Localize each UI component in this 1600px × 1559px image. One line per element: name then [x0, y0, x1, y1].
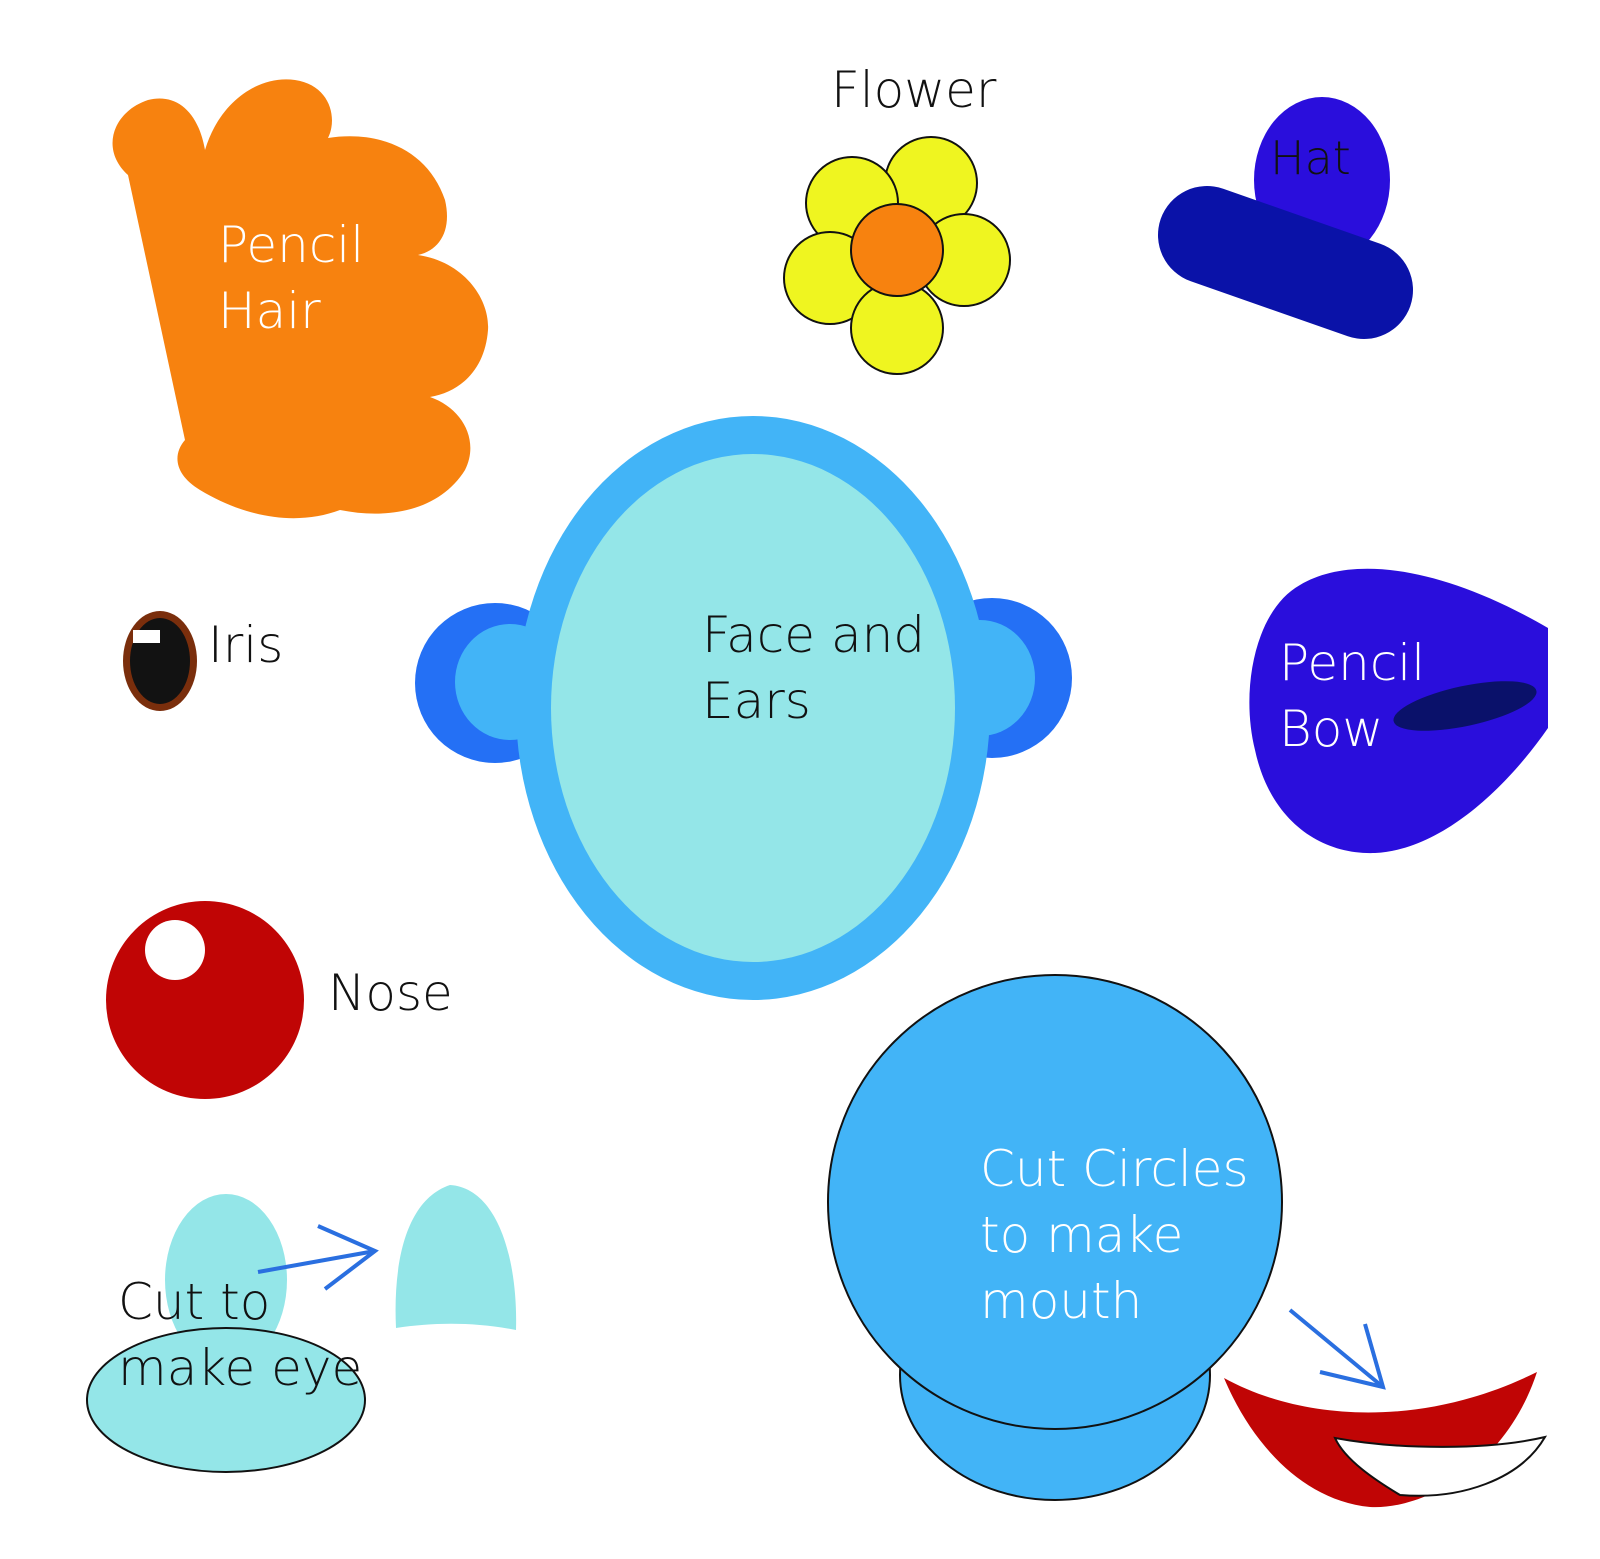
cut-eye-label: Cut to make eye [118, 1273, 362, 1397]
cut-mouth-label: Cut Circles to make mouth [980, 1140, 1264, 1330]
hat-label: Hat [1270, 131, 1351, 185]
nose-label: Nose [328, 964, 453, 1022]
iris-label: Iris [208, 616, 283, 674]
arrow-icon [257, 1249, 376, 1274]
nose-ball [106, 901, 304, 1099]
eye-cut-result [395, 1185, 517, 1330]
pencil-hair-label: Pencil Hair [218, 216, 380, 340]
pencil-bow-shape [1249, 568, 1548, 854]
mouth-red [1224, 1372, 1537, 1508]
flower-shape [783, 136, 1011, 375]
mouth-teeth [1333, 1435, 1548, 1497]
flower-center [850, 203, 944, 297]
arrow-icon-head [1319, 1323, 1386, 1390]
face-inner [551, 454, 955, 962]
nose-shape [106, 901, 304, 1099]
nose-highlight [145, 920, 205, 980]
face-and-ears-shape [415, 416, 1072, 1000]
pencil-bow-label: Pencil Bow [1279, 634, 1441, 758]
flower-label: Flower [831, 61, 997, 119]
eye-cut-base [86, 1327, 366, 1473]
bow-knot [1393, 681, 1537, 731]
arrow-icon-head [317, 1224, 379, 1291]
face-and-ears-label: Face and Ears [702, 606, 941, 730]
eye-cut-tall [165, 1194, 287, 1366]
arrow-icon [1288, 1308, 1385, 1389]
pencil-hair-shape [112, 79, 489, 519]
iris-shape [123, 611, 197, 711]
mouth-circle-main [827, 974, 1283, 1430]
hat-brim [1158, 186, 1413, 339]
mouth-cut-shapes [827, 974, 1548, 1508]
hat-shape [1158, 97, 1413, 339]
eye-cut-shapes [86, 1185, 517, 1473]
iris-highlight [133, 630, 160, 643]
